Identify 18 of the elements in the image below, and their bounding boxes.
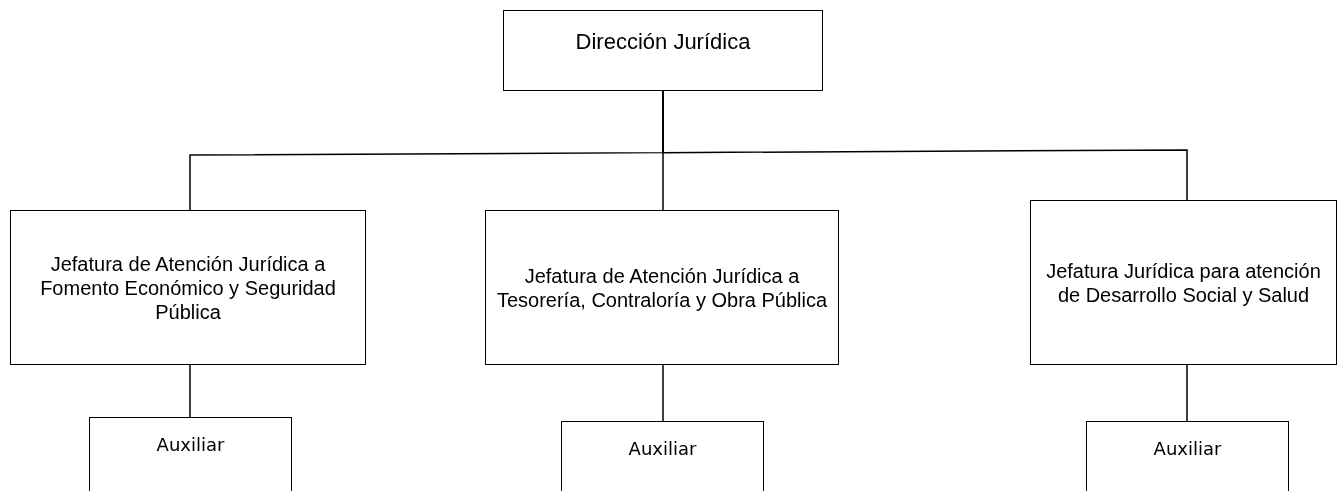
- unit-name: Jefatura de Atención Jurídica a Tesorería, Contraloría y Obra Pública: [495, 263, 829, 312]
- unit-name: Auxiliar: [156, 434, 225, 456]
- auxiliary-box: [1086, 421, 1289, 491]
- auxiliary-box: [561, 421, 764, 491]
- unit-name: Jefatura Jurídica para atención de Desarrollo Social y Salud: [1045, 258, 1322, 307]
- unit-name: Auxiliar: [1153, 438, 1222, 460]
- connector-line: [189, 364, 191, 418]
- unit-name: Dirección Jurídica: [575, 29, 751, 56]
- unit-box: [10, 210, 366, 365]
- auxiliary-box: [89, 417, 292, 491]
- connector-line: [1186, 364, 1188, 422]
- unit-name: Auxiliar: [628, 438, 697, 460]
- connector-line: [662, 364, 664, 422]
- unit-box: [503, 10, 823, 91]
- connector-line: [662, 90, 1188, 201]
- unit-box: [1030, 200, 1337, 365]
- unit-box: [485, 210, 839, 365]
- unit-name: Jefatura de Atención Jurídica a Fomento Económico y Seguridad Pública: [39, 251, 337, 324]
